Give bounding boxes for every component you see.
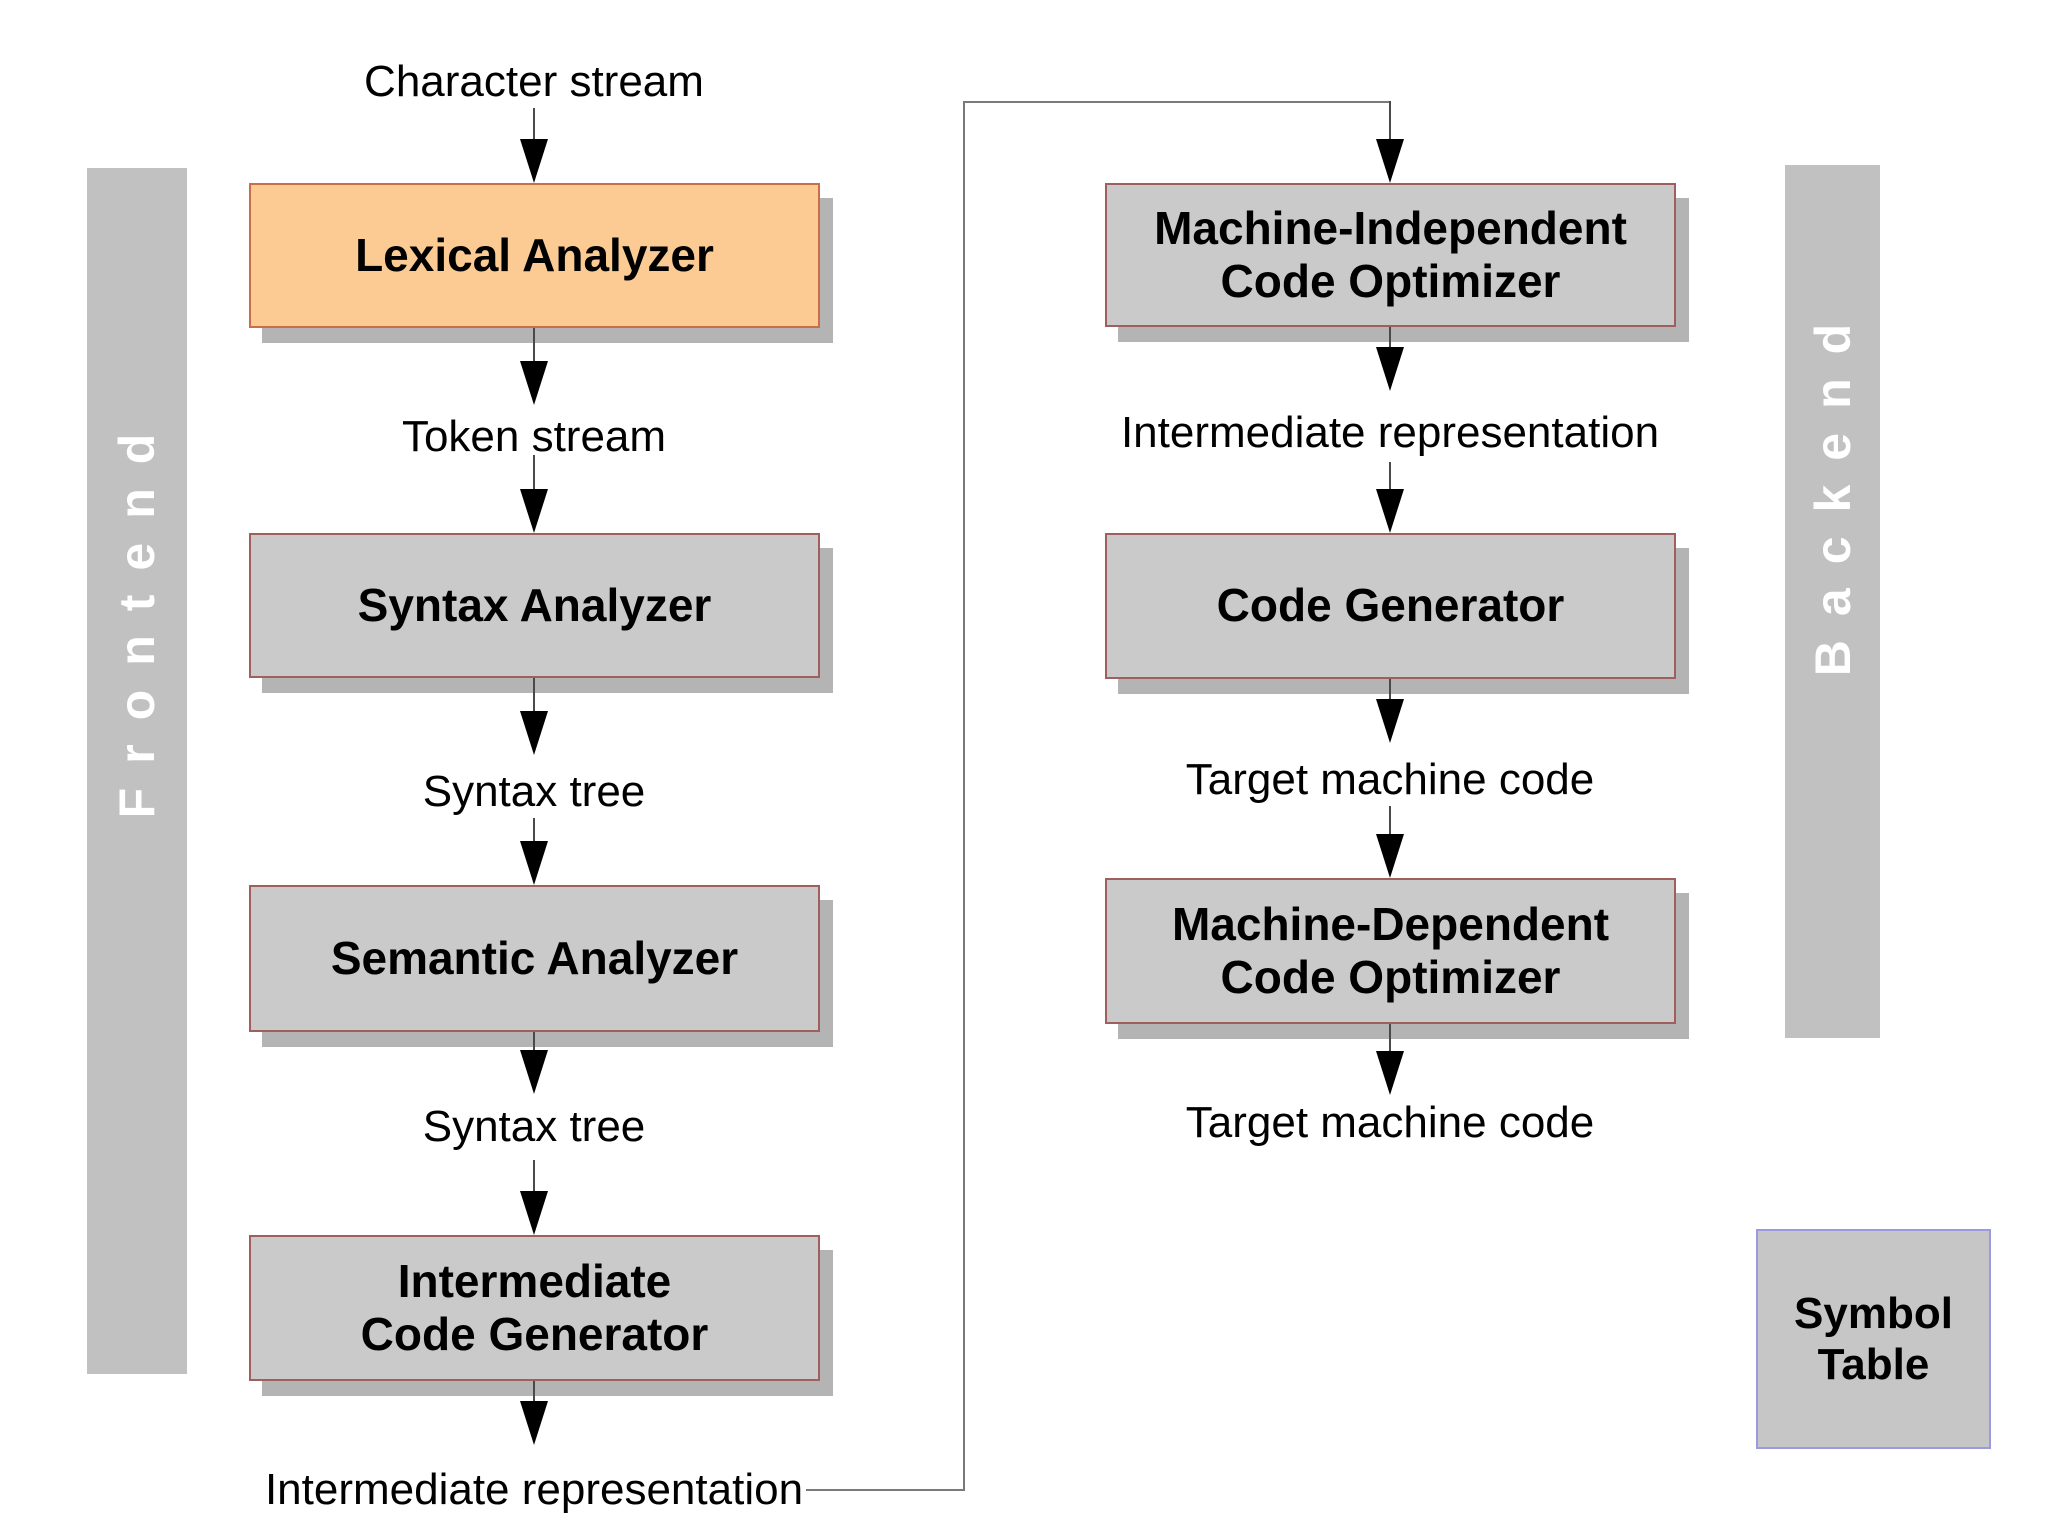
arrowhead-icon — [1376, 699, 1404, 743]
connector-horizontal-top — [963, 101, 1390, 103]
code-generator-box: Code Generator — [1105, 533, 1676, 679]
arrow-stem — [533, 1032, 535, 1054]
symbol-table-box: Symbol Table — [1756, 1229, 1991, 1449]
machine-dependent-label-line2: Code Optimizer — [1220, 951, 1561, 1003]
arrow-stem — [1389, 806, 1391, 837]
connector-horizontal-bottom — [806, 1489, 965, 1491]
frontend-bar: Frontend — [87, 168, 187, 1374]
target-machine-code-label-1: Target machine code — [1185, 755, 1595, 804]
intermediate-representation-label-left: Intermediate representation — [264, 1465, 804, 1514]
syntax-analyzer-label: Syntax Analyzer — [357, 578, 712, 631]
connector-vertical-riser — [963, 101, 965, 1491]
semantic-analyzer-label: Semantic Analyzer — [330, 931, 739, 984]
arrow-stem — [533, 1160, 535, 1194]
semantic-analyzer-box: Semantic Analyzer — [249, 885, 820, 1032]
arrowhead-icon — [520, 1050, 548, 1094]
lexical-analyzer-label: Lexical Analyzer — [355, 228, 714, 281]
arrow-stem — [533, 455, 535, 492]
machine-independent-label-line2: Code Optimizer — [1220, 255, 1561, 307]
symbol-table-label-line1: Symbol — [1794, 1288, 1953, 1338]
target-machine-code-label-2: Target machine code — [1185, 1098, 1595, 1147]
machine-dependent-label-line1: Machine-Dependent — [1171, 897, 1610, 950]
frontend-bar-label: Frontend — [109, 409, 165, 819]
symbol-table-label-line2: Table — [1817, 1340, 1930, 1389]
arrowhead-icon — [520, 361, 548, 405]
arrow-stem — [1389, 101, 1391, 141]
token-stream-label: Token stream — [401, 412, 667, 461]
arrowhead-icon — [520, 489, 548, 533]
intermediate-code-generator-box: Intermediate Code Generator — [249, 1235, 820, 1381]
lexical-analyzer-box: Lexical Analyzer — [249, 183, 820, 328]
syntax-analyzer-box: Syntax Analyzer — [249, 533, 820, 678]
arrow-stem — [533, 1381, 535, 1404]
arrowhead-icon — [1376, 1051, 1404, 1095]
syntax-tree-label-1: Syntax tree — [422, 767, 646, 816]
arrow-stem — [1389, 1024, 1391, 1054]
arrow-stem — [533, 818, 535, 844]
machine-dependent-code-optimizer-box: Machine-Dependent Code Optimizer — [1105, 878, 1676, 1024]
arrowhead-icon — [1376, 347, 1404, 391]
arrowhead-icon — [1376, 834, 1404, 878]
arrow-stem — [533, 678, 535, 714]
arrowhead-icon — [520, 1401, 548, 1445]
arrowhead-icon — [1376, 139, 1404, 183]
arrow-stem — [533, 328, 535, 364]
machine-independent-label-line1: Machine-Independent — [1154, 201, 1627, 254]
character-stream-label: Character stream — [364, 57, 704, 106]
backend-bar-label: Backend — [1804, 299, 1861, 677]
code-generator-label: Code Generator — [1216, 579, 1565, 632]
arrow-stem — [533, 108, 535, 144]
intermediate-code-generator-label-line1: Intermediate — [397, 1254, 672, 1307]
intermediate-code-generator-label-line2: Code Generator — [360, 1308, 709, 1360]
intermediate-representation-label-right: Intermediate representation — [1120, 408, 1660, 457]
machine-independent-code-optimizer-box: Machine-Independent Code Optimizer — [1105, 183, 1676, 327]
arrowhead-icon — [520, 139, 548, 183]
arrowhead-icon — [520, 841, 548, 885]
syntax-tree-label-2: Syntax tree — [422, 1102, 646, 1151]
backend-bar: Backend — [1785, 165, 1880, 1038]
arrowhead-icon — [520, 1191, 548, 1235]
arrow-stem — [1389, 327, 1391, 350]
arrowhead-icon — [1376, 489, 1404, 533]
arrowhead-icon — [520, 711, 548, 755]
arrow-stem — [1389, 679, 1391, 702]
arrow-stem — [1389, 462, 1391, 492]
